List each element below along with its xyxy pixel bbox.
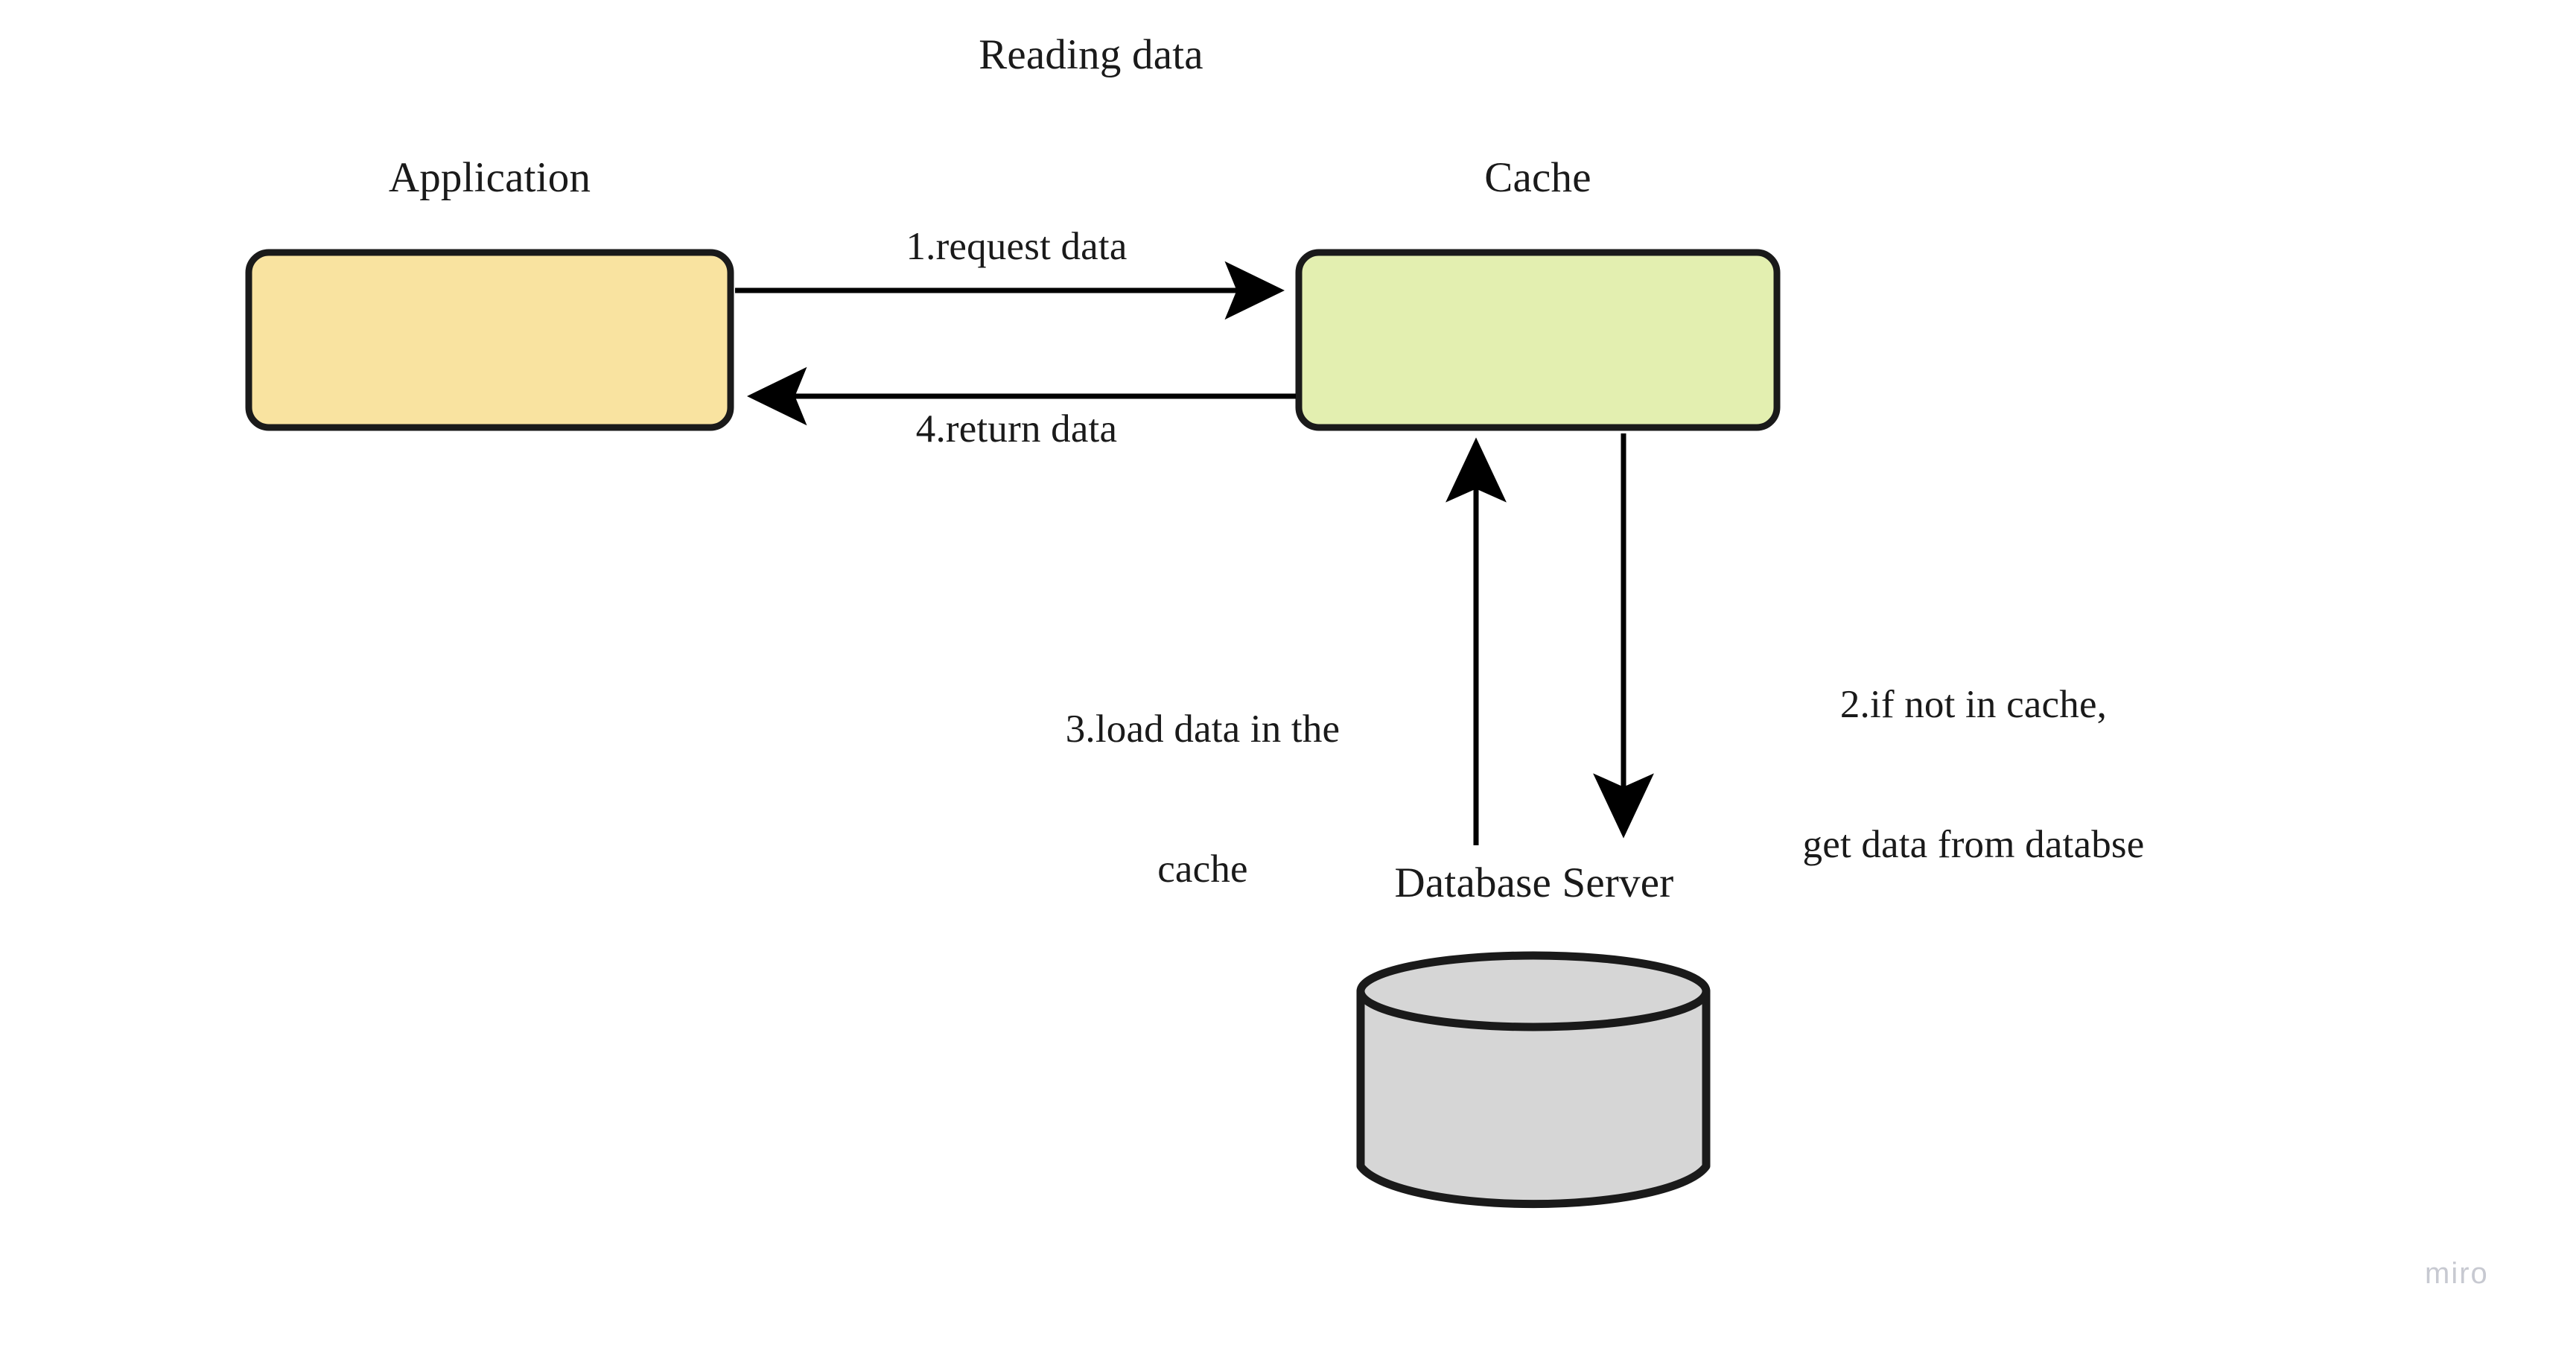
edge-2-label: 2.if not in cache, get data from databse — [1668, 588, 2279, 961]
database-node-label: Database Server — [1394, 859, 1674, 906]
edge-3-label-line-2: cache — [1157, 847, 1248, 891]
database-node[interactable] — [1356, 951, 1711, 1209]
edge-2-label-line-2: get data from databse — [1802, 822, 2145, 866]
miro-watermark: miro — [2425, 1257, 2489, 1290]
application-node[interactable] — [245, 249, 734, 431]
edge-3-label-line-1: 3.load data in the — [1065, 708, 1341, 751]
edge-1-label: 1.request data — [906, 225, 1128, 268]
application-node-label: Application — [388, 154, 591, 201]
cache-node-label: Cache — [1484, 154, 1591, 201]
page-title: Reading data — [979, 31, 1203, 78]
edge-2-label-line-1: 2.if not in cache, — [1839, 683, 2108, 727]
cache-node[interactable] — [1295, 249, 1781, 431]
edge-4-label: 4.return data — [915, 407, 1118, 451]
edge-3-label: 3.load data in the cache — [961, 613, 1445, 985]
